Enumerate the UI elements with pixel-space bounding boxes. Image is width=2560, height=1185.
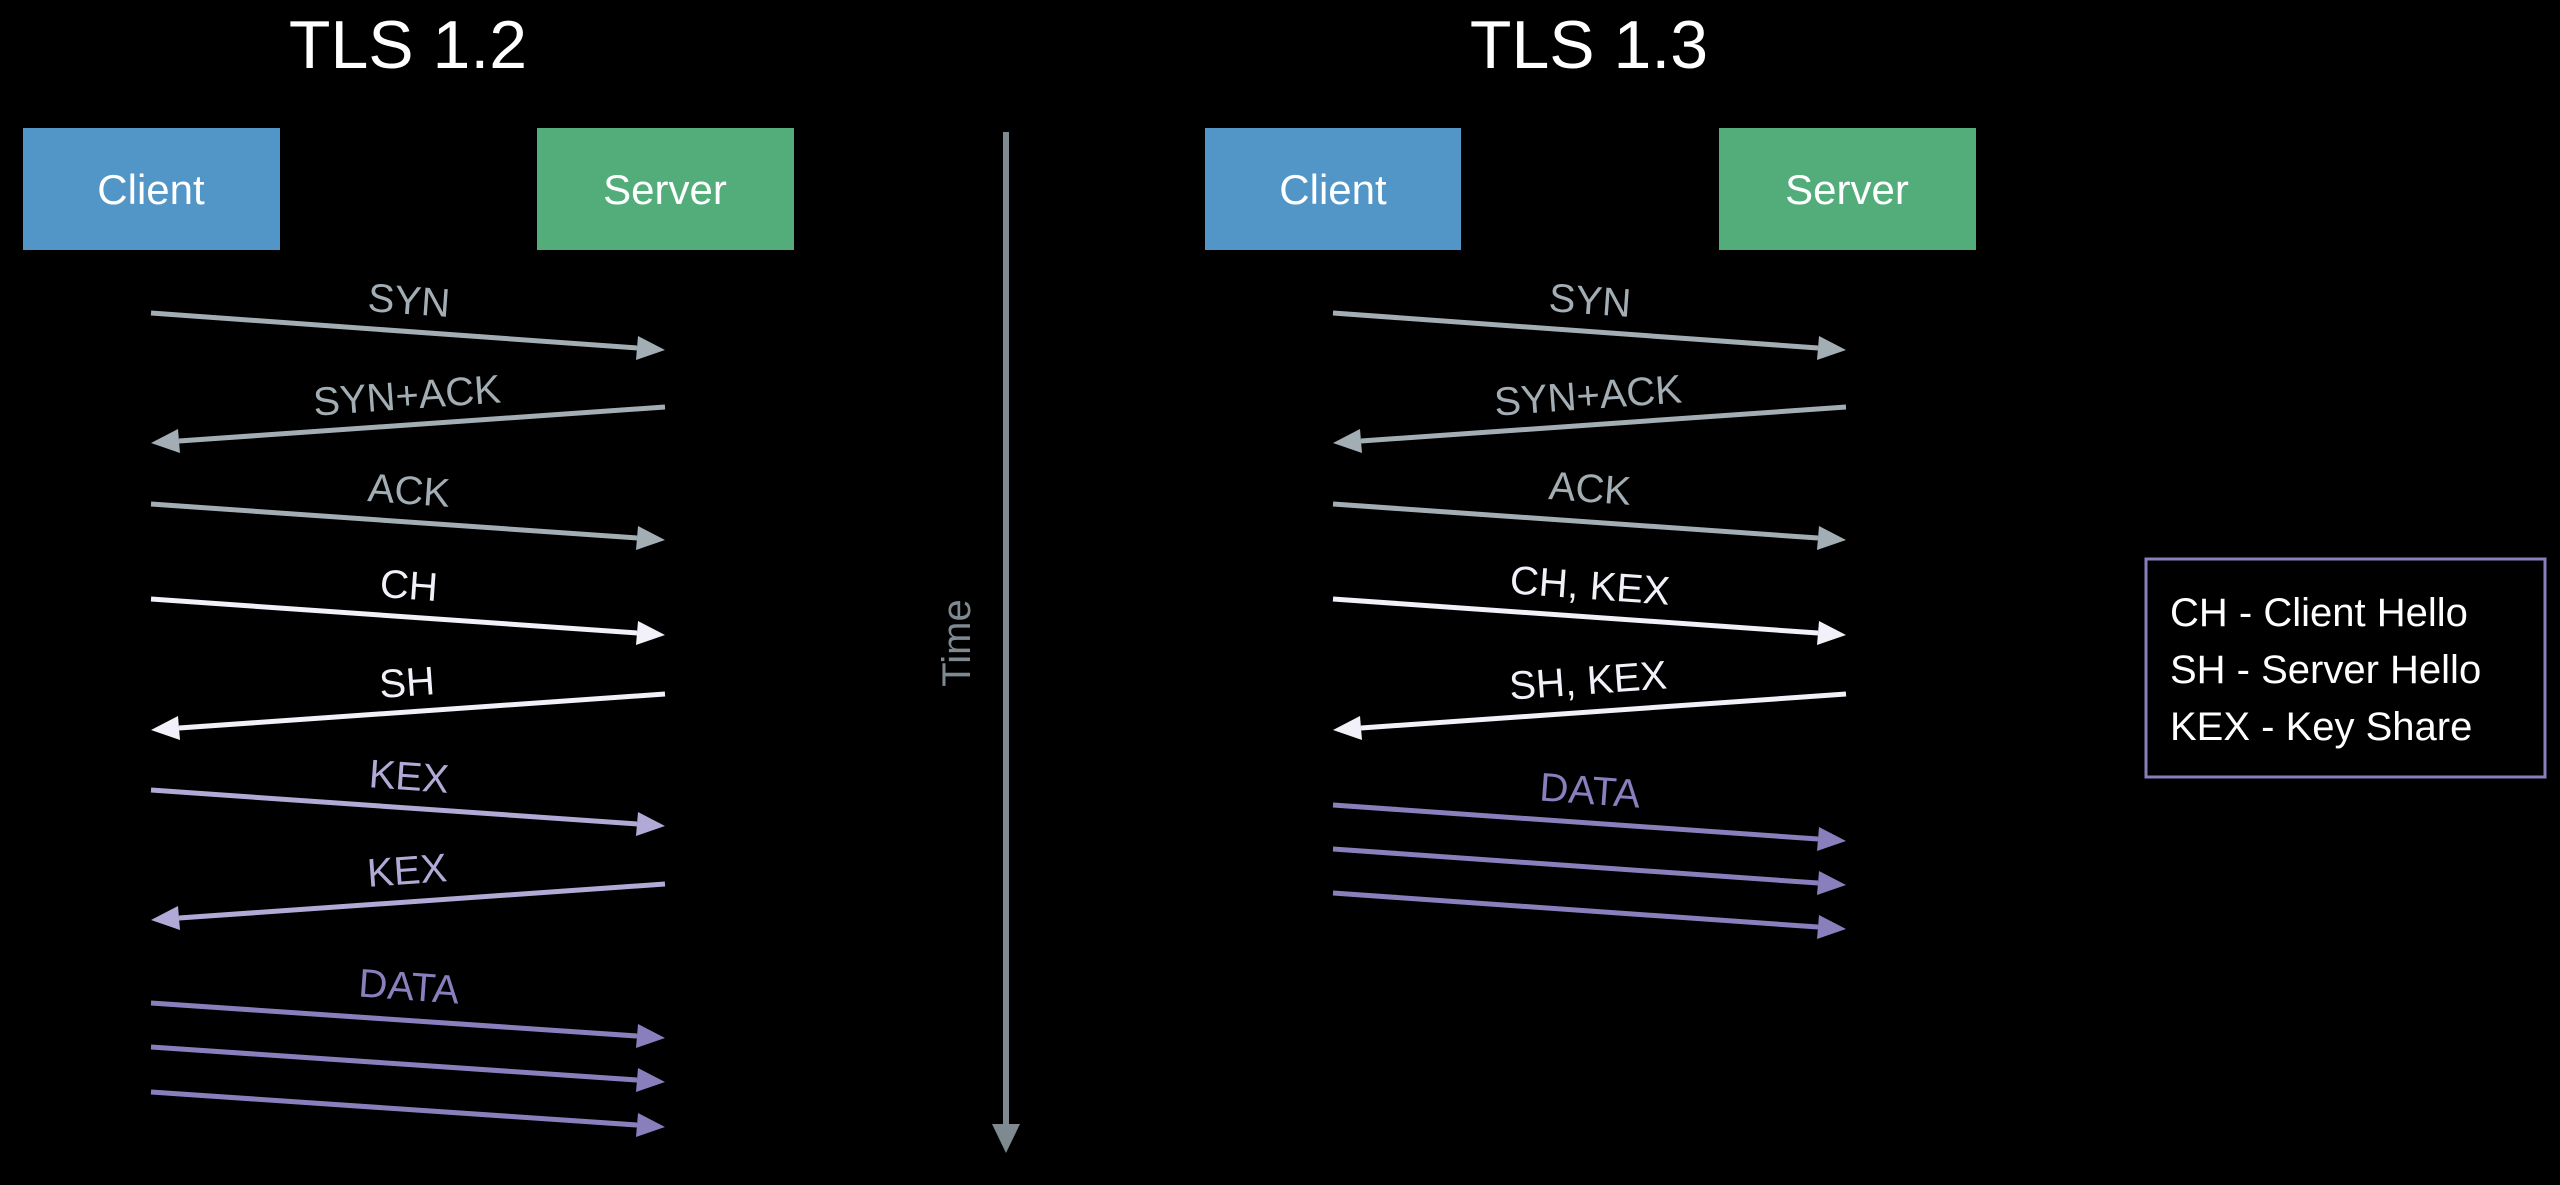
- arrowhead: [1333, 429, 1362, 453]
- arrow-shaft: [150, 1000, 638, 1039]
- message-arrows: SYN SYN+ACK ACK CH, KEX: [1332, 276, 1847, 939]
- message-arrow: SYN: [1332, 276, 1846, 360]
- message-arrow: SYN: [150, 276, 665, 360]
- message-arrow: SYN+ACK: [151, 367, 666, 453]
- message-label: SYN+ACK: [312, 367, 503, 424]
- arrow-shaft: [150, 596, 638, 636]
- server-box: [1719, 128, 1976, 250]
- message-label: DATA: [1538, 765, 1642, 816]
- arrow-shaft: [1332, 846, 1819, 886]
- message-arrow: SH: [151, 659, 666, 740]
- arrowhead: [1817, 871, 1846, 895]
- message-arrow: [1332, 846, 1846, 895]
- arrowhead: [636, 1113, 665, 1137]
- message-arrow: SH, KEX: [1333, 653, 1847, 740]
- arrow-shaft: [150, 501, 638, 541]
- client-box-label: Client: [1279, 166, 1387, 213]
- arrowhead: [1817, 621, 1846, 645]
- arrowhead: [151, 716, 180, 740]
- arrowhead: [636, 812, 665, 836]
- server-box-label: Server: [603, 166, 727, 213]
- arrow-shaft: [150, 1044, 638, 1083]
- panel-tls12: TLS 1.2 Client Server SYN SYN+ACK: [23, 7, 794, 1180]
- message-arrow: KEX: [151, 846, 666, 930]
- arrow-shaft: [1332, 501, 1819, 541]
- arrowhead: [636, 1024, 665, 1048]
- message-label: SH, KEX: [1508, 653, 1669, 708]
- arrow-shaft: [1332, 596, 1819, 636]
- legend-item: CH - Client Hello: [2170, 591, 2468, 635]
- message-label: ACK: [366, 466, 452, 516]
- message-label: SH: [378, 659, 437, 707]
- arrowhead: [1817, 336, 1846, 360]
- legend: CH - Client Hello SH - Server Hello KEX …: [2144, 557, 2547, 779]
- message-arrow: [150, 1044, 665, 1092]
- message-label: SYN+ACK: [1493, 367, 1684, 424]
- arrowhead: [1333, 716, 1362, 740]
- message-arrow: CH, KEX: [1332, 558, 1846, 645]
- message-label: ACK: [1547, 464, 1633, 514]
- arrow-shaft: [178, 881, 666, 921]
- message-label: DATA: [357, 961, 461, 1012]
- arrowhead: [636, 1068, 665, 1092]
- message-label: CH, KEX: [1509, 558, 1672, 613]
- server-box: [537, 128, 794, 250]
- arrowhead: [636, 526, 665, 550]
- arrow-shaft: [1360, 691, 1847, 731]
- arrowhead: [636, 621, 665, 645]
- message-arrow: KEX: [150, 752, 665, 836]
- message-label: SYN: [366, 276, 451, 326]
- arrowhead: [1817, 526, 1846, 550]
- legend-item: KEX - Key Share: [2170, 705, 2472, 749]
- message-arrow: DATA: [150, 961, 665, 1048]
- client-box: [1205, 128, 1461, 250]
- message-label: KEX: [367, 752, 450, 802]
- message-arrow: CH: [150, 562, 665, 645]
- message-arrow: ACK: [150, 466, 665, 550]
- message-arrow: [150, 1089, 665, 1137]
- time-label: Time: [935, 599, 979, 686]
- arrowhead: [636, 336, 665, 360]
- message-arrow: DATA: [1332, 765, 1846, 851]
- arrowhead: [1817, 915, 1846, 939]
- arrow-shaft: [1332, 802, 1819, 842]
- client-box-label: Client: [97, 166, 205, 213]
- legend-item: SH - Server Hello: [2170, 648, 2481, 692]
- message-arrow: SYN+ACK: [1333, 367, 1847, 453]
- arrow-shaft: [1332, 310, 1819, 351]
- message-label: SYN: [1547, 276, 1632, 326]
- time-axis: Time: [935, 132, 1020, 1153]
- message-label: KEX: [366, 846, 449, 896]
- client-box: [23, 128, 280, 250]
- server-box-label: Server: [1785, 166, 1909, 213]
- message-arrows: SYN SYN+ACK ACK CH: [150, 276, 666, 1137]
- arrow-shaft: [150, 310, 638, 351]
- panel-tls13: TLS 1.3 Client Server SYN SYN+ACK: [1205, 7, 1976, 1180]
- arrow-shaft: [1360, 404, 1847, 444]
- time-arrowhead: [992, 1124, 1020, 1153]
- arrow-shaft: [178, 691, 666, 731]
- arrowhead: [151, 429, 180, 453]
- panel-title: TLS 1.2: [289, 7, 527, 83]
- message-arrow: ACK: [1332, 464, 1846, 550]
- legend-border: [2144, 557, 2547, 779]
- arrow-shaft: [150, 1089, 638, 1128]
- arrowhead: [151, 906, 180, 930]
- arrow-shaft: [150, 787, 638, 827]
- message-label: CH: [379, 562, 440, 610]
- arrow-shaft: [1332, 890, 1819, 930]
- panel-title: TLS 1.3: [1470, 7, 1708, 83]
- arrowhead: [1817, 827, 1846, 851]
- message-arrow: [1332, 890, 1846, 939]
- arrow-shaft: [178, 404, 666, 444]
